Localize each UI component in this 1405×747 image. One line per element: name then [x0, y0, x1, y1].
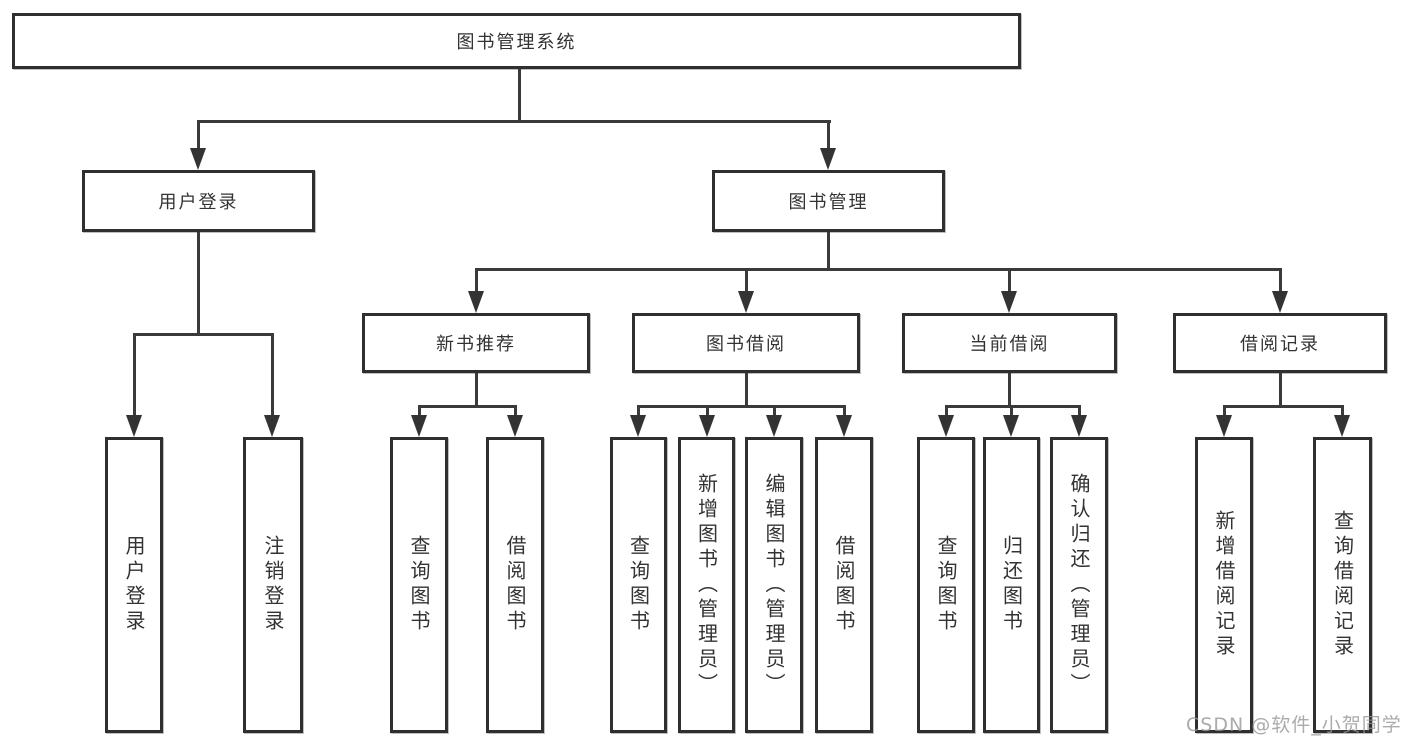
leaf-label: 查询借阅记录: [1330, 510, 1355, 660]
arrow-down-icon: [738, 291, 754, 313]
connector-root-stem: [518, 69, 521, 122]
connector-drop-book-mgmt: [827, 120, 830, 150]
leaf-label: 归还图书: [999, 535, 1024, 635]
arrow-down-icon: [630, 415, 646, 437]
connector-drop-leaf-user-login: [133, 333, 136, 415]
arrow-down-icon: [411, 415, 427, 437]
connector-borrow-records-branch: [1223, 405, 1344, 408]
arrow-down-icon: [1216, 415, 1232, 437]
leaf-add-book-admin: 新增图书（管理员）: [678, 437, 735, 733]
leaf-edit-book-admin: 编辑图书（管理员）: [745, 437, 803, 733]
arrow-down-icon: [938, 415, 954, 437]
leaf-user-login: 用户登录: [105, 437, 163, 733]
leaf-query-books-recommend: 查询图书: [390, 437, 448, 733]
connector-book-borrow-branch: [637, 405, 846, 408]
connector-drop-borrow-records: [1279, 268, 1282, 293]
connector-user-login-stem: [197, 232, 200, 334]
leaf-label: 编辑图书（管理员）: [762, 472, 786, 698]
connector-drop-leaf-logout: [271, 333, 274, 415]
leaf-label: 借阅图书: [832, 535, 856, 635]
arrow-down-icon: [1272, 291, 1288, 313]
leaf-add-borrow-record: 新增借阅记录: [1195, 437, 1253, 733]
connector-book-mgmt-stem: [827, 232, 830, 270]
leaf-label: 确认归还（管理员）: [1067, 472, 1091, 698]
arrow-down-icon: [766, 415, 782, 437]
node-book-borrowing: 图书借阅: [632, 313, 860, 373]
leaf-label: 注销登录: [261, 535, 285, 635]
node-user-login: 用户登录: [82, 170, 315, 232]
connector-drop: [1223, 405, 1226, 419]
connector-drop: [706, 405, 709, 419]
connector-drop-new-book: [475, 268, 478, 293]
leaf-query-books-current: 查询图书: [917, 437, 975, 733]
node-library-management-system: 图书管理系统: [12, 13, 1021, 69]
node-book-management: 图书管理: [712, 170, 945, 232]
leaf-label: 新增借阅记录: [1212, 510, 1236, 660]
arrow-down-icon: [126, 415, 142, 437]
arrow-down-icon: [1071, 415, 1087, 437]
node-label: 图书管理系统: [456, 32, 577, 53]
arrow-down-icon: [264, 415, 280, 437]
node-current-borrowing: 当前借阅: [902, 313, 1117, 373]
node-label: 用户登录: [158, 192, 239, 213]
connector-drop: [843, 405, 846, 419]
leaf-label: 新增图书（管理员）: [694, 472, 719, 698]
node-borrowing-records: 借阅记录: [1173, 313, 1387, 373]
connector-drop-book-borrow: [745, 268, 748, 293]
leaf-label: 查询图书: [626, 535, 651, 635]
node-label: 图书管理: [788, 192, 869, 213]
connector-borrow-records-stem: [1279, 373, 1282, 407]
arrow-down-icon: [1334, 415, 1350, 437]
node-label: 图书借阅: [706, 334, 786, 355]
leaf-label: 用户登录: [122, 535, 146, 635]
arrow-down-icon: [836, 415, 852, 437]
connector-current-borrow-stem: [1008, 373, 1011, 407]
connector-new-book-stem: [475, 373, 478, 407]
leaf-confirm-return-admin: 确认归还（管理员）: [1050, 437, 1108, 733]
connector-new-book-branch: [418, 405, 517, 408]
leaf-label: 借阅图书: [503, 535, 527, 635]
connector-book-borrow-stem: [745, 373, 748, 407]
leaf-return-books: 归还图书: [983, 437, 1040, 733]
leaf-query-books-borrow: 查询图书: [610, 437, 667, 733]
arrow-down-icon: [1003, 415, 1019, 437]
arrow-down-icon: [468, 291, 484, 313]
arrow-down-icon: [699, 415, 715, 437]
leaf-logout: 注销登录: [243, 437, 303, 733]
arrow-down-icon: [820, 148, 836, 170]
leaf-borrow-books: 借阅图书: [815, 437, 873, 733]
connector-user-login-branch: [133, 333, 274, 336]
node-label: 借阅记录: [1240, 334, 1320, 355]
leaf-query-borrow-record: 查询借阅记录: [1313, 437, 1372, 733]
connector-drop-user-login: [197, 120, 200, 150]
leaf-label: 查询图书: [407, 535, 431, 635]
leaf-label: 查询图书: [934, 535, 958, 635]
connector-drop: [1341, 405, 1344, 419]
leaf-borrow-books-recommend: 借阅图书: [486, 437, 544, 733]
connector-root-branch: [197, 120, 831, 123]
node-label: 当前借阅: [969, 334, 1050, 355]
connector-drop: [514, 405, 517, 419]
connector-current-borrow-branch: [945, 405, 1081, 408]
arrow-down-icon: [507, 415, 523, 437]
connector-book-mgmt-branch: [475, 268, 1282, 271]
connector-drop: [1010, 405, 1013, 419]
connector-drop: [945, 405, 948, 419]
connector-drop: [1078, 405, 1081, 419]
connector-drop: [637, 405, 640, 419]
node-label: 新书推荐: [436, 334, 516, 355]
connector-drop: [773, 405, 776, 419]
node-new-book-recommendation: 新书推荐: [362, 313, 590, 373]
arrow-down-icon: [190, 148, 206, 170]
arrow-down-icon: [1001, 291, 1017, 313]
connector-drop: [418, 405, 421, 419]
connector-drop-current-borrow: [1008, 268, 1011, 293]
